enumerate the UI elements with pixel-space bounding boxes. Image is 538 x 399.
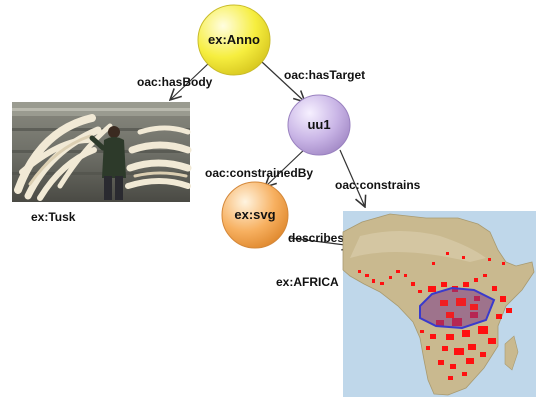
node-svg: ex:svg	[221, 181, 289, 249]
node-anno: ex:Anno	[197, 4, 271, 76]
node-uu1: uu1	[287, 94, 351, 156]
edge-has-body	[170, 61, 211, 100]
edge-constrains	[339, 149, 365, 207]
node-uu1-label: uu1	[307, 117, 330, 132]
tusk-caption: ex:Tusk	[31, 210, 76, 224]
node-svg-label: ex:svg	[234, 207, 275, 222]
africa-caption: ex:AFRICA	[276, 275, 339, 289]
constrained-by-label: oac:constrainedBy	[205, 166, 313, 180]
describes-label: describes	[288, 231, 344, 245]
africa-map	[342, 211, 536, 397]
edge-describes	[289, 237, 353, 246]
constrained-region	[419, 286, 496, 330]
edge-constrained-by	[265, 146, 308, 187]
constrains-label: oac:constrains	[335, 178, 421, 192]
has-body-label: oac:hasBody	[137, 75, 213, 89]
has-target-label: oac:hasTarget	[284, 68, 365, 82]
edge-has-target	[261, 61, 305, 102]
node-anno-label: ex:Anno	[208, 32, 260, 47]
tusk-photo	[12, 102, 192, 202]
person-figure	[89, 126, 126, 200]
